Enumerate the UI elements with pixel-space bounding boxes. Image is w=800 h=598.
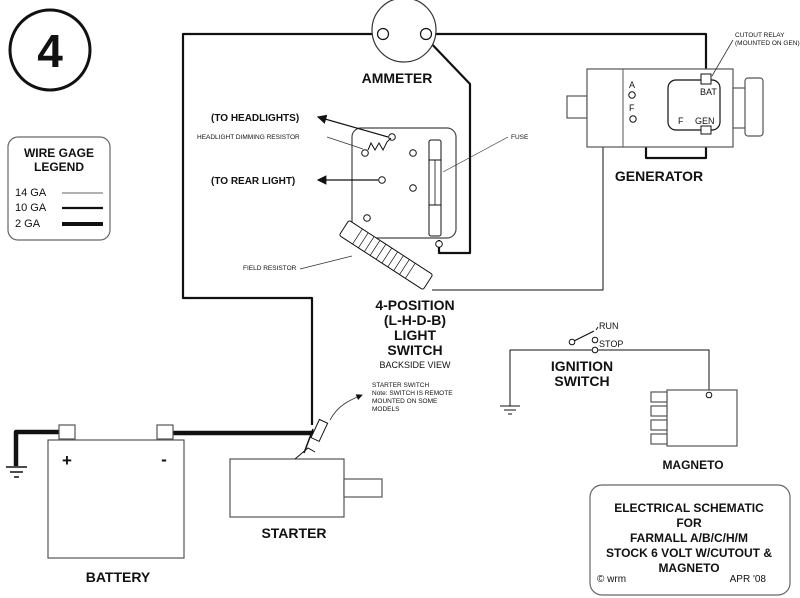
wires xyxy=(13,32,710,466)
wire-ammeter-to-starter-switch xyxy=(181,32,383,425)
starter-switch-note-line-4: MODELS xyxy=(372,406,400,413)
title-line-1: ELECTRICAL SCHEMATIC xyxy=(614,501,764,515)
battery-label: BATTERY xyxy=(86,569,151,585)
light-switch-title-line-3: LIGHT xyxy=(394,327,436,343)
relay-f-label: F xyxy=(678,116,684,126)
ignition-run-label: RUN xyxy=(599,321,619,331)
field-resistor-label: FIELD RESISTOR xyxy=(243,265,297,272)
ammeter: AMMETER xyxy=(362,0,437,86)
light-switch-title-line-1: 4-POSITION xyxy=(375,297,454,313)
generator-label: GENERATOR xyxy=(615,168,703,184)
battery-minus: - xyxy=(161,450,167,469)
wire-ignition-to-magneto xyxy=(598,349,710,393)
wire-ammeter-to-cutout-bat xyxy=(426,32,708,80)
generator-terminal-f: F xyxy=(629,103,635,113)
light-switch-title-line-4: SWITCH xyxy=(387,342,442,358)
ignition-title-line-1: IGNITION xyxy=(551,358,613,374)
wire-ammeter-to-light-switch xyxy=(425,37,472,255)
wire-ignition-ground xyxy=(509,349,595,406)
ignition-stop-label: STOP xyxy=(599,339,623,349)
light-switch-title-line-2: (L-H-D-B) xyxy=(384,312,446,328)
title-line-5: MAGNETO xyxy=(658,561,719,575)
title-line-3: FARMALL A/B/C/H/M xyxy=(630,531,748,545)
wire-battery-ground xyxy=(13,429,66,466)
generator-terminal-a: A xyxy=(629,80,635,90)
legend-item-label-2ga: 2 GA xyxy=(15,218,41,230)
ammeter-label: AMMETER xyxy=(362,70,433,86)
light-switch: (TO HEADLIGHTS) (TO REAR LIGHT) HEADLIGH… xyxy=(197,113,529,370)
magneto-label: MAGNETO xyxy=(662,458,723,472)
battery: + - BATTERY xyxy=(6,424,185,585)
title-line-4: STOCK 6 VOLT W/CUTOUT & xyxy=(606,546,772,560)
diagram-number-badge: 4 xyxy=(8,8,92,92)
starter-switch-note-line-3: MOUNTED ON SOME xyxy=(372,398,438,405)
light-switch-view-label: BACKSIDE VIEW xyxy=(379,360,451,370)
legend-title-line-2: LEGEND xyxy=(34,160,84,174)
wire-gage-legend: WIRE GAGE LEGEND 14 GA 10 GA 2 GA xyxy=(7,136,111,241)
cutout-relay-label-line-2: (MOUNTED ON GEN) xyxy=(735,40,800,47)
fuse-label: FUSE xyxy=(511,134,529,141)
relay-bat-label: BAT xyxy=(700,87,717,97)
magneto: MAGNETO xyxy=(650,389,738,472)
dimming-resistor-label: HEADLIGHT DIMMING RESISTOR xyxy=(197,134,300,141)
generator: A F BAT F GEN CUTOUT RELAY (MOUNTED ON G… xyxy=(566,32,800,184)
title-line-2: FOR xyxy=(676,516,702,530)
legend-title-line-1: WIRE GAGE xyxy=(24,146,94,160)
cutout-relay-label-line-1: CUTOUT RELAY xyxy=(735,32,785,39)
title-block: ELECTRICAL SCHEMATIC FOR FARMALL A/B/C/H… xyxy=(589,484,791,596)
starter: STARTER SWITCH Note: SWITCH IS REMOTE MO… xyxy=(229,382,453,541)
legend-item-label-10ga: 10 GA xyxy=(15,202,47,214)
starter-label: STARTER xyxy=(261,525,326,541)
legend-item-label-14ga: 14 GA xyxy=(15,187,47,199)
title-author: © wrm xyxy=(597,574,626,585)
ignition-switch: RUN STOP IGNITION SWITCH xyxy=(500,321,623,415)
starter-switch-note-line-2: Note: SWITCH IS REMOTE xyxy=(372,390,453,397)
starter-switch-note-line-1: STARTER SWITCH xyxy=(372,382,429,389)
to-headlights-label: (TO HEADLIGHTS) xyxy=(211,113,299,124)
to-rear-light-label: (TO REAR LIGHT) xyxy=(211,176,295,187)
battery-plus: + xyxy=(62,451,72,470)
ignition-title-line-2: SWITCH xyxy=(554,373,609,389)
svg-text:4: 4 xyxy=(37,25,63,77)
relay-gen-label: GEN xyxy=(695,116,715,126)
title-date: APR '08 xyxy=(730,574,767,585)
